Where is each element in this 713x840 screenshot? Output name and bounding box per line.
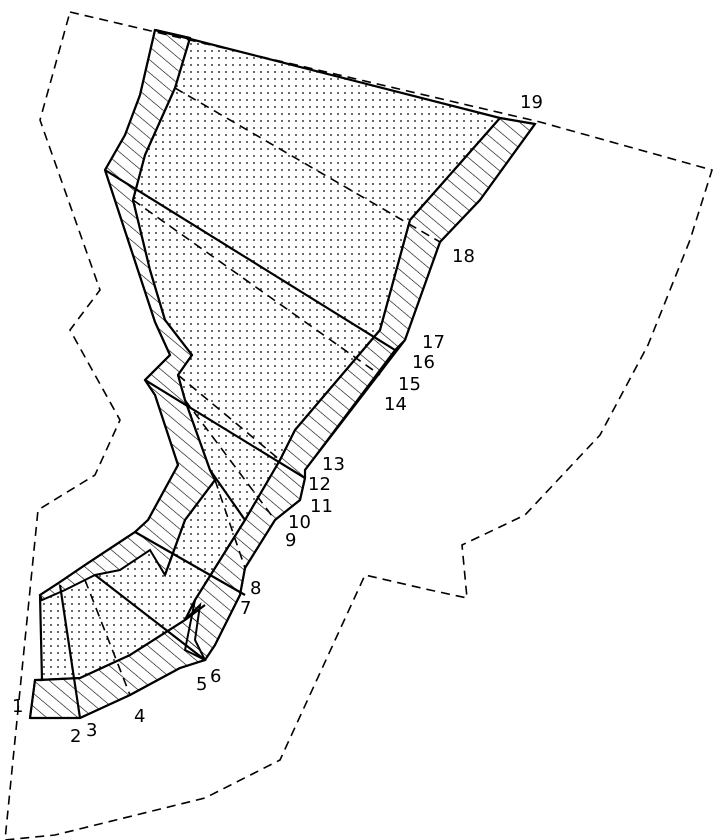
inner-bottom-line	[39, 604, 206, 682]
section-line-10	[184, 399, 276, 521]
point-label-12: 12	[308, 474, 331, 495]
section-line-5	[94, 574, 206, 661]
section-line-17	[104, 169, 396, 351]
section-line-3	[58, 584, 82, 719]
point-label-5: 5	[196, 674, 207, 695]
point-label-3: 3	[86, 720, 97, 741]
section-line-11	[209, 469, 246, 521]
inner-right-edge-line	[184, 117, 501, 621]
point-label-9: 9	[285, 530, 296, 551]
point-label-16: 16	[412, 352, 435, 373]
section-line-19	[154, 28, 191, 40]
section-line-13	[144, 379, 306, 479]
point-label-13: 13	[322, 454, 345, 475]
section-line-15	[132, 199, 381, 376]
point-label-18: 18	[452, 246, 475, 267]
section-line-18	[174, 87, 441, 243]
point-label-7: 7	[240, 598, 251, 619]
point-label-11: 11	[310, 496, 333, 517]
point-label-2: 2	[70, 726, 81, 747]
right-edge-line	[204, 123, 536, 661]
point-label-4: 4	[134, 706, 145, 727]
point-label-19: 19	[520, 92, 543, 113]
point-label-15: 15	[398, 374, 421, 395]
point-label-6: 6	[210, 666, 221, 687]
point-label-8: 8	[250, 578, 261, 599]
point-label-10: 10	[288, 512, 311, 533]
left-edge-line	[28, 29, 180, 719]
channel-interior-dotted	[40, 38, 500, 680]
section-line-8	[134, 531, 246, 596]
section-line-4	[84, 579, 131, 696]
point-label-17: 17	[422, 332, 445, 353]
point-label-14: 14	[384, 394, 407, 415]
section-line-14	[177, 374, 281, 461]
section-line-9	[214, 479, 246, 569]
site-boundary	[4, 11, 713, 840]
point-label-1: 1	[12, 696, 23, 717]
